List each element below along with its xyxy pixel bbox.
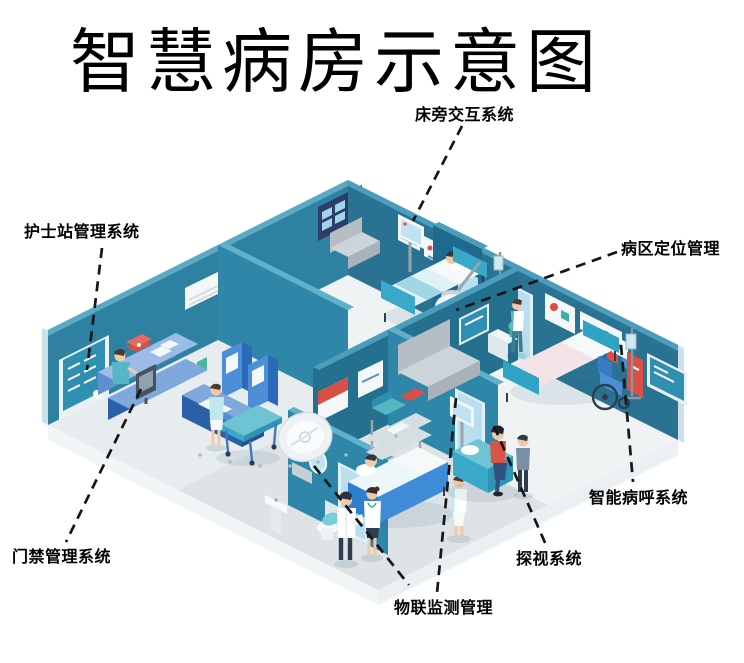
leader-line-access	[64, 388, 143, 543]
toilet-icon	[315, 500, 341, 540]
label-bedside-interaction: 床旁交互系统	[415, 107, 515, 124]
floor-path-dots	[198, 434, 398, 468]
sofa-top-room	[330, 217, 380, 269]
leader-line-bedside	[411, 125, 464, 222]
leader-line-visitation	[492, 425, 548, 546]
first-aid-kit-icon	[126, 334, 152, 352]
label-nurse-station: 护士站管理系统	[24, 224, 140, 241]
self-service-kiosk	[222, 342, 252, 398]
sofa-right-room	[398, 319, 480, 401]
nurse-station-info-board	[59, 335, 109, 421]
nurse-monitoring	[447, 475, 471, 543]
leader-line-positioning	[455, 250, 618, 312]
emergency-red-cabinet-icon	[627, 352, 643, 398]
visitor-standing	[513, 434, 533, 500]
nurse-divider-wall	[218, 242, 354, 405]
wall-display-right-icon	[647, 353, 687, 406]
nurse-pushing-stretcher	[206, 383, 226, 452]
label-ward-positioning: 病区定位管理	[621, 241, 721, 258]
wheelchair-icon	[591, 356, 631, 411]
nurse-seated	[112, 349, 139, 384]
leader-line-smart-call	[619, 344, 635, 483]
label-visitation: 探视系统	[516, 551, 583, 568]
wall-poster-white-icon	[358, 360, 383, 398]
doctor-female	[361, 486, 383, 562]
sink-icon	[265, 495, 287, 535]
label-access-control: 门禁管理系统	[12, 549, 112, 566]
wall-sign-colorful-icon	[545, 293, 575, 334]
hospital-bed-right	[503, 320, 619, 405]
bedside-interaction-terminal-icon	[398, 214, 424, 272]
wall-poster-red-icon	[318, 377, 348, 422]
label-iot-monitoring: 物联监测管理	[394, 600, 494, 617]
visitor-bench-bed	[447, 439, 519, 502]
visitor-sitting	[490, 425, 507, 497]
patient-stretcher	[216, 405, 282, 466]
self-service-kiosk	[248, 355, 278, 411]
exhaust-fan-icon	[277, 411, 333, 484]
corridor-wall-monitor-icon	[459, 303, 489, 346]
page-title: 智慧病房示意图	[70, 23, 602, 101]
label-smart-call: 智能病呼系统	[589, 490, 689, 507]
nurse-walking-corridor	[507, 299, 527, 360]
leader-line-iot-b	[312, 465, 411, 586]
leader-line-nurse-station	[85, 247, 104, 371]
